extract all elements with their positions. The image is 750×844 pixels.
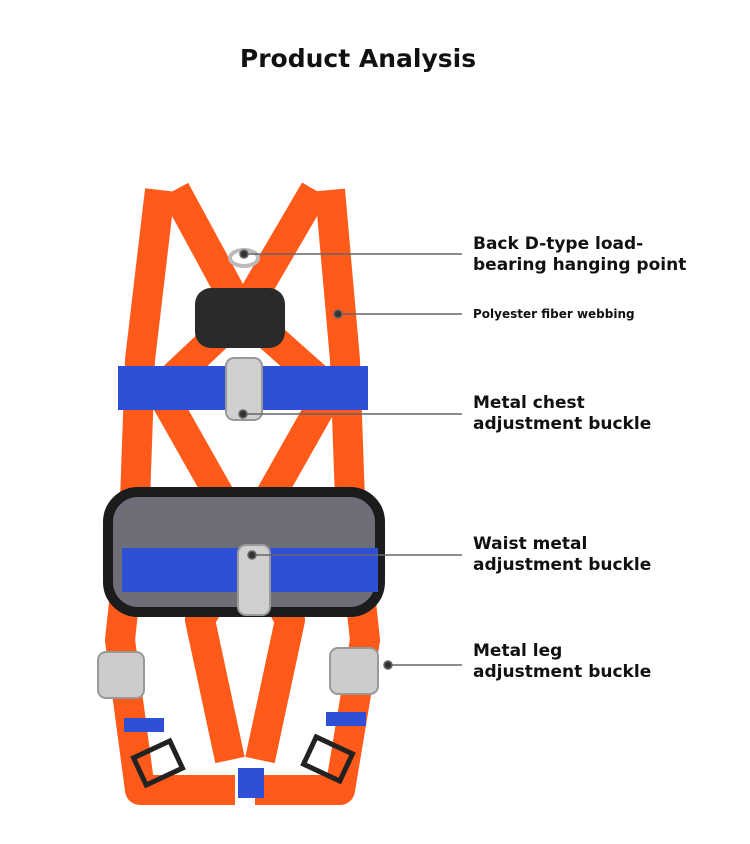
page-title: Product Analysis [239, 44, 477, 73]
right-leg-buckle [329, 647, 379, 695]
callout-text: adjustment buckle [473, 662, 652, 682]
waist-buckle [237, 544, 271, 616]
callout-text: Waist metal [473, 534, 588, 554]
callout-text: bearing hanging point [473, 255, 687, 275]
callout-leg-buckle: Metal leg adjustment buckle [473, 641, 651, 683]
callout-text: adjustment buckle [473, 414, 652, 434]
callout-text: adjustment buckle [473, 555, 652, 575]
callout-chest-buckle: Metal chest adjustment buckle [473, 393, 651, 435]
left-leg-buckle [97, 651, 145, 699]
callout-waist-buckle: Waist metal adjustment buckle [473, 534, 651, 576]
callout-text: Back D-type load- [473, 234, 644, 254]
back-plate [195, 288, 285, 348]
callout-text: Metal leg [473, 641, 563, 661]
callout-text: Metal chest [473, 393, 585, 413]
callout-webbing: Polyester fiber webbing [473, 304, 635, 325]
chest-buckle [225, 357, 263, 421]
callout-text: Polyester fiber webbing [473, 307, 635, 321]
callout-d-ring: Back D-type load- bearing hanging point [473, 234, 686, 276]
